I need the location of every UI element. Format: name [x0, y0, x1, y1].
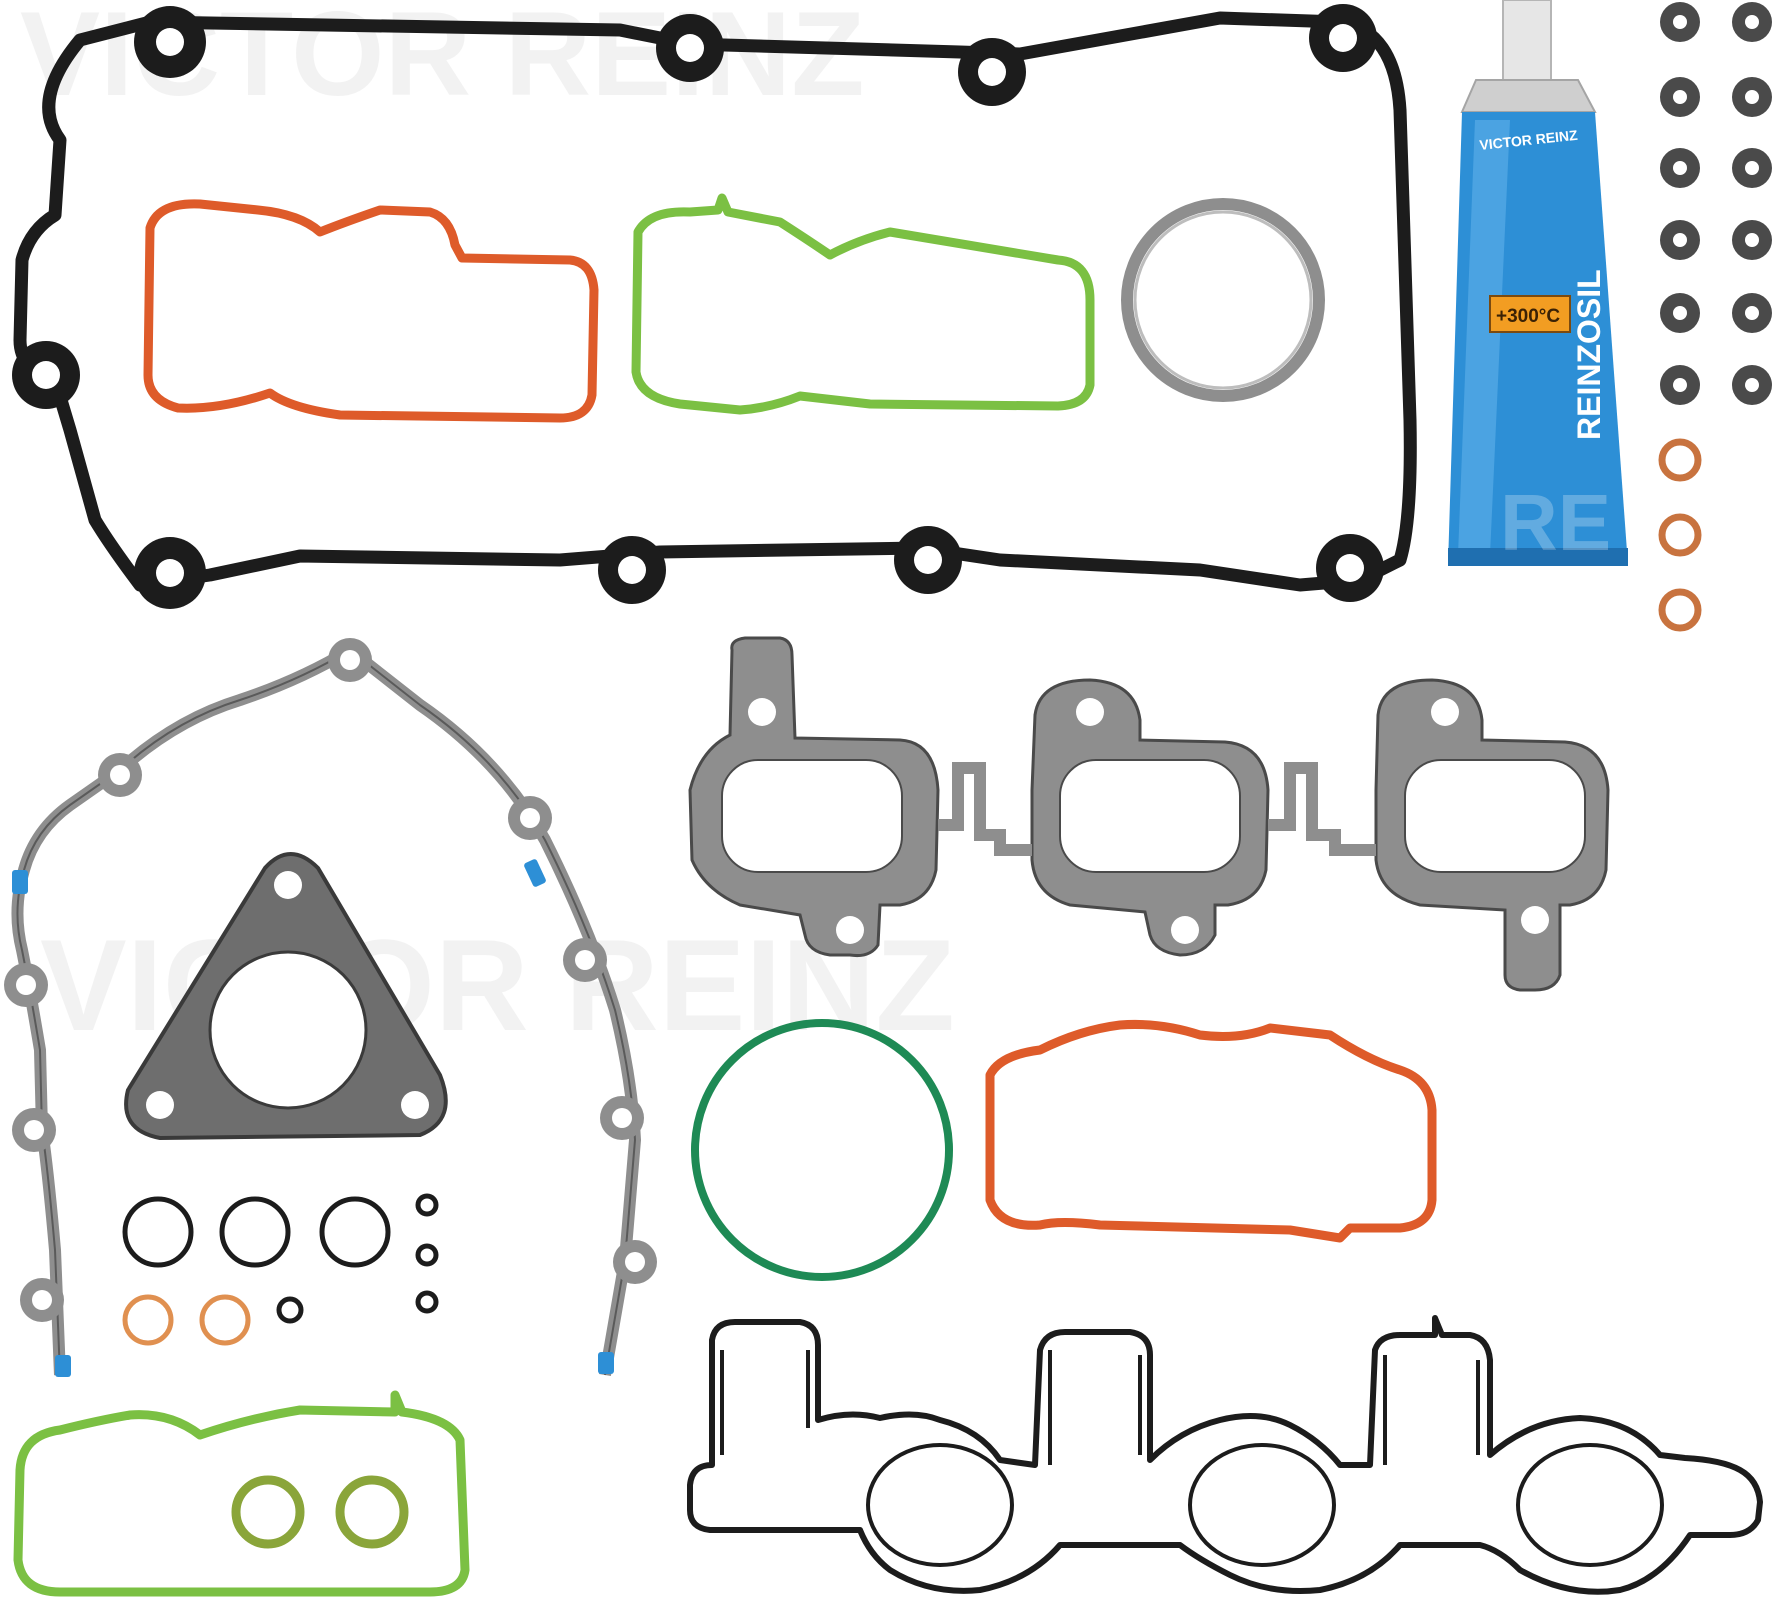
timing-cover-blue-sealant-spots	[12, 859, 614, 1377]
olive-o-rings	[231, 1475, 409, 1549]
exhaust-link-2	[1268, 762, 1376, 856]
dark-green-o-ring	[691, 1019, 953, 1281]
exhaust-hole-1a	[748, 698, 776, 726]
tube-crimp	[1448, 548, 1628, 566]
tube-shoulder	[1460, 79, 1597, 113]
green-gasket-lower	[13, 1390, 470, 1597]
tube-brand: REINZOSIL	[1571, 269, 1607, 440]
exhaust-hole-3a	[1431, 698, 1459, 726]
tube-temperature-label	[1489, 295, 1571, 333]
timing-cover-bolt-holes	[16, 650, 645, 1310]
exhaust-port-3	[1404, 759, 1586, 873]
copper-washers-right	[1658, 438, 1702, 632]
copper-washers-left	[122, 1294, 251, 1346]
tube-cap	[1502, 0, 1552, 81]
sealant-tube: VICTOR REINZ +300°C REINZOSIL RE	[1448, 0, 1628, 567]
valve-cover-bolt-holes	[32, 24, 1364, 587]
orange-intake-gasket-upper	[143, 199, 599, 423]
egr-flange-holes	[146, 871, 429, 1119]
intake-manifold-gasket	[687, 1315, 1763, 1595]
exhaust-hole-2a	[1076, 698, 1104, 726]
exhaust-manifold-gasket	[688, 636, 1610, 992]
tube-watermark: RE	[1500, 478, 1611, 567]
exhaust-port-1	[721, 759, 903, 873]
intake-manifold-ports	[866, 1443, 1664, 1567]
valve-stem-seal-holes	[1673, 15, 1759, 392]
exhaust-hole-2b	[1171, 916, 1199, 944]
tube-highlight	[1458, 120, 1510, 555]
tube-temperature: +300°C	[1496, 306, 1560, 327]
green-intake-gasket-upper	[631, 193, 1095, 415]
exhaust-port-2	[1059, 759, 1241, 873]
black-o-rings	[122, 1193, 439, 1324]
exhaust-hole-1b	[836, 916, 864, 944]
exhaust-link-1	[938, 762, 1032, 856]
valve-stem-seals	[1660, 2, 1772, 405]
orange-intake-gasket-lower	[985, 1019, 1437, 1243]
intake-manifold-gasket-inner	[720, 1350, 1480, 1465]
exhaust-hole-3b	[1521, 906, 1549, 934]
egr-flange-port	[208, 950, 368, 1110]
exhaust-seal-ring	[1121, 198, 1325, 402]
